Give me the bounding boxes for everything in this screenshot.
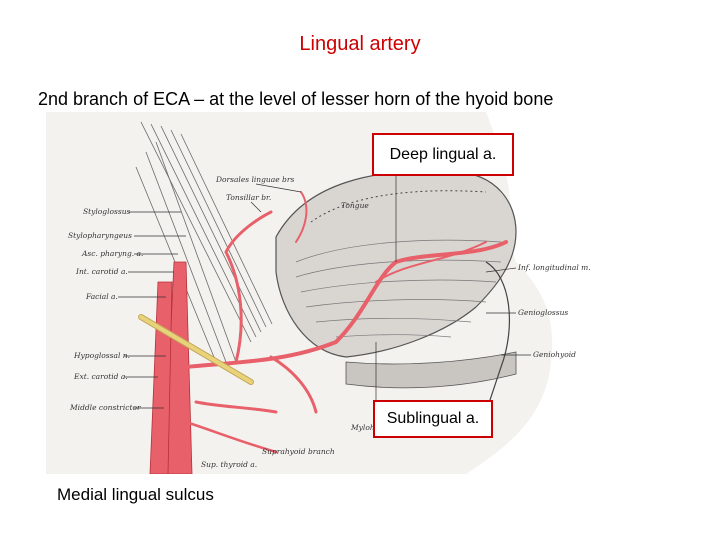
lingual-artery-branches <box>184 191 508 454</box>
slide-subtitle: 2nd branch of ECA – at the level of less… <box>38 89 554 109</box>
label-hypoglossal: Hypoglossal n. <box>73 351 130 360</box>
label-sup-thyroid: Sup. thyroid a. <box>201 460 257 469</box>
label-ext-carotid: Ext. carotid a. <box>73 372 128 381</box>
deep-lingual-label: Deep lingual a. <box>389 145 497 163</box>
label-stylopharyngeus: Stylopharyngeus <box>68 231 132 240</box>
label-tongue: Tongue <box>341 201 369 210</box>
medial-lingual-sulcus-caption: Medial lingual sulcus <box>57 485 214 504</box>
chin-outline <box>485 261 510 413</box>
deep-lingual-callout: Deep lingual a. <box>372 133 514 176</box>
sublingual-label: Sublingual a. <box>386 410 480 427</box>
label-dorsales: Dorsales linguae brs <box>215 175 294 184</box>
styloid-muscle-fibers <box>135 121 273 363</box>
lingual-artery-illustration: Dorsales linguae brs Tonsillar br. Tongu… <box>46 112 616 474</box>
label-middle-constrictor: Middle constrictor <box>69 403 141 412</box>
label-facial: Facial a. <box>85 292 118 301</box>
label-int-carotid: Int. carotid a. <box>75 267 128 276</box>
label-asc-pharyng: Asc. pharyng. a. <box>81 249 143 258</box>
label-suprahyoid: Suprahyoid branch <box>262 447 335 456</box>
label-mylohyoid: Mylohyoid <box>350 423 391 432</box>
label-styloglossus: Styloglossus <box>83 207 131 216</box>
tongue-fibers <box>295 239 502 338</box>
geniohyoid-muscle <box>345 351 517 389</box>
tongue-dorsum <box>310 190 487 223</box>
slide-title: Lingual artery <box>299 33 421 55</box>
label-tonsillar: Tonsillar br. <box>226 193 271 202</box>
label-pointer-lines <box>118 169 531 409</box>
label-genioglossus: Genioglossus <box>518 308 568 317</box>
label-inf-longitudinal: Inf. longitudinal m. <box>517 263 591 272</box>
label-geniohyoid: Geniohyoid <box>533 350 576 359</box>
sublingual-callout: Sublingual a. <box>373 400 493 438</box>
